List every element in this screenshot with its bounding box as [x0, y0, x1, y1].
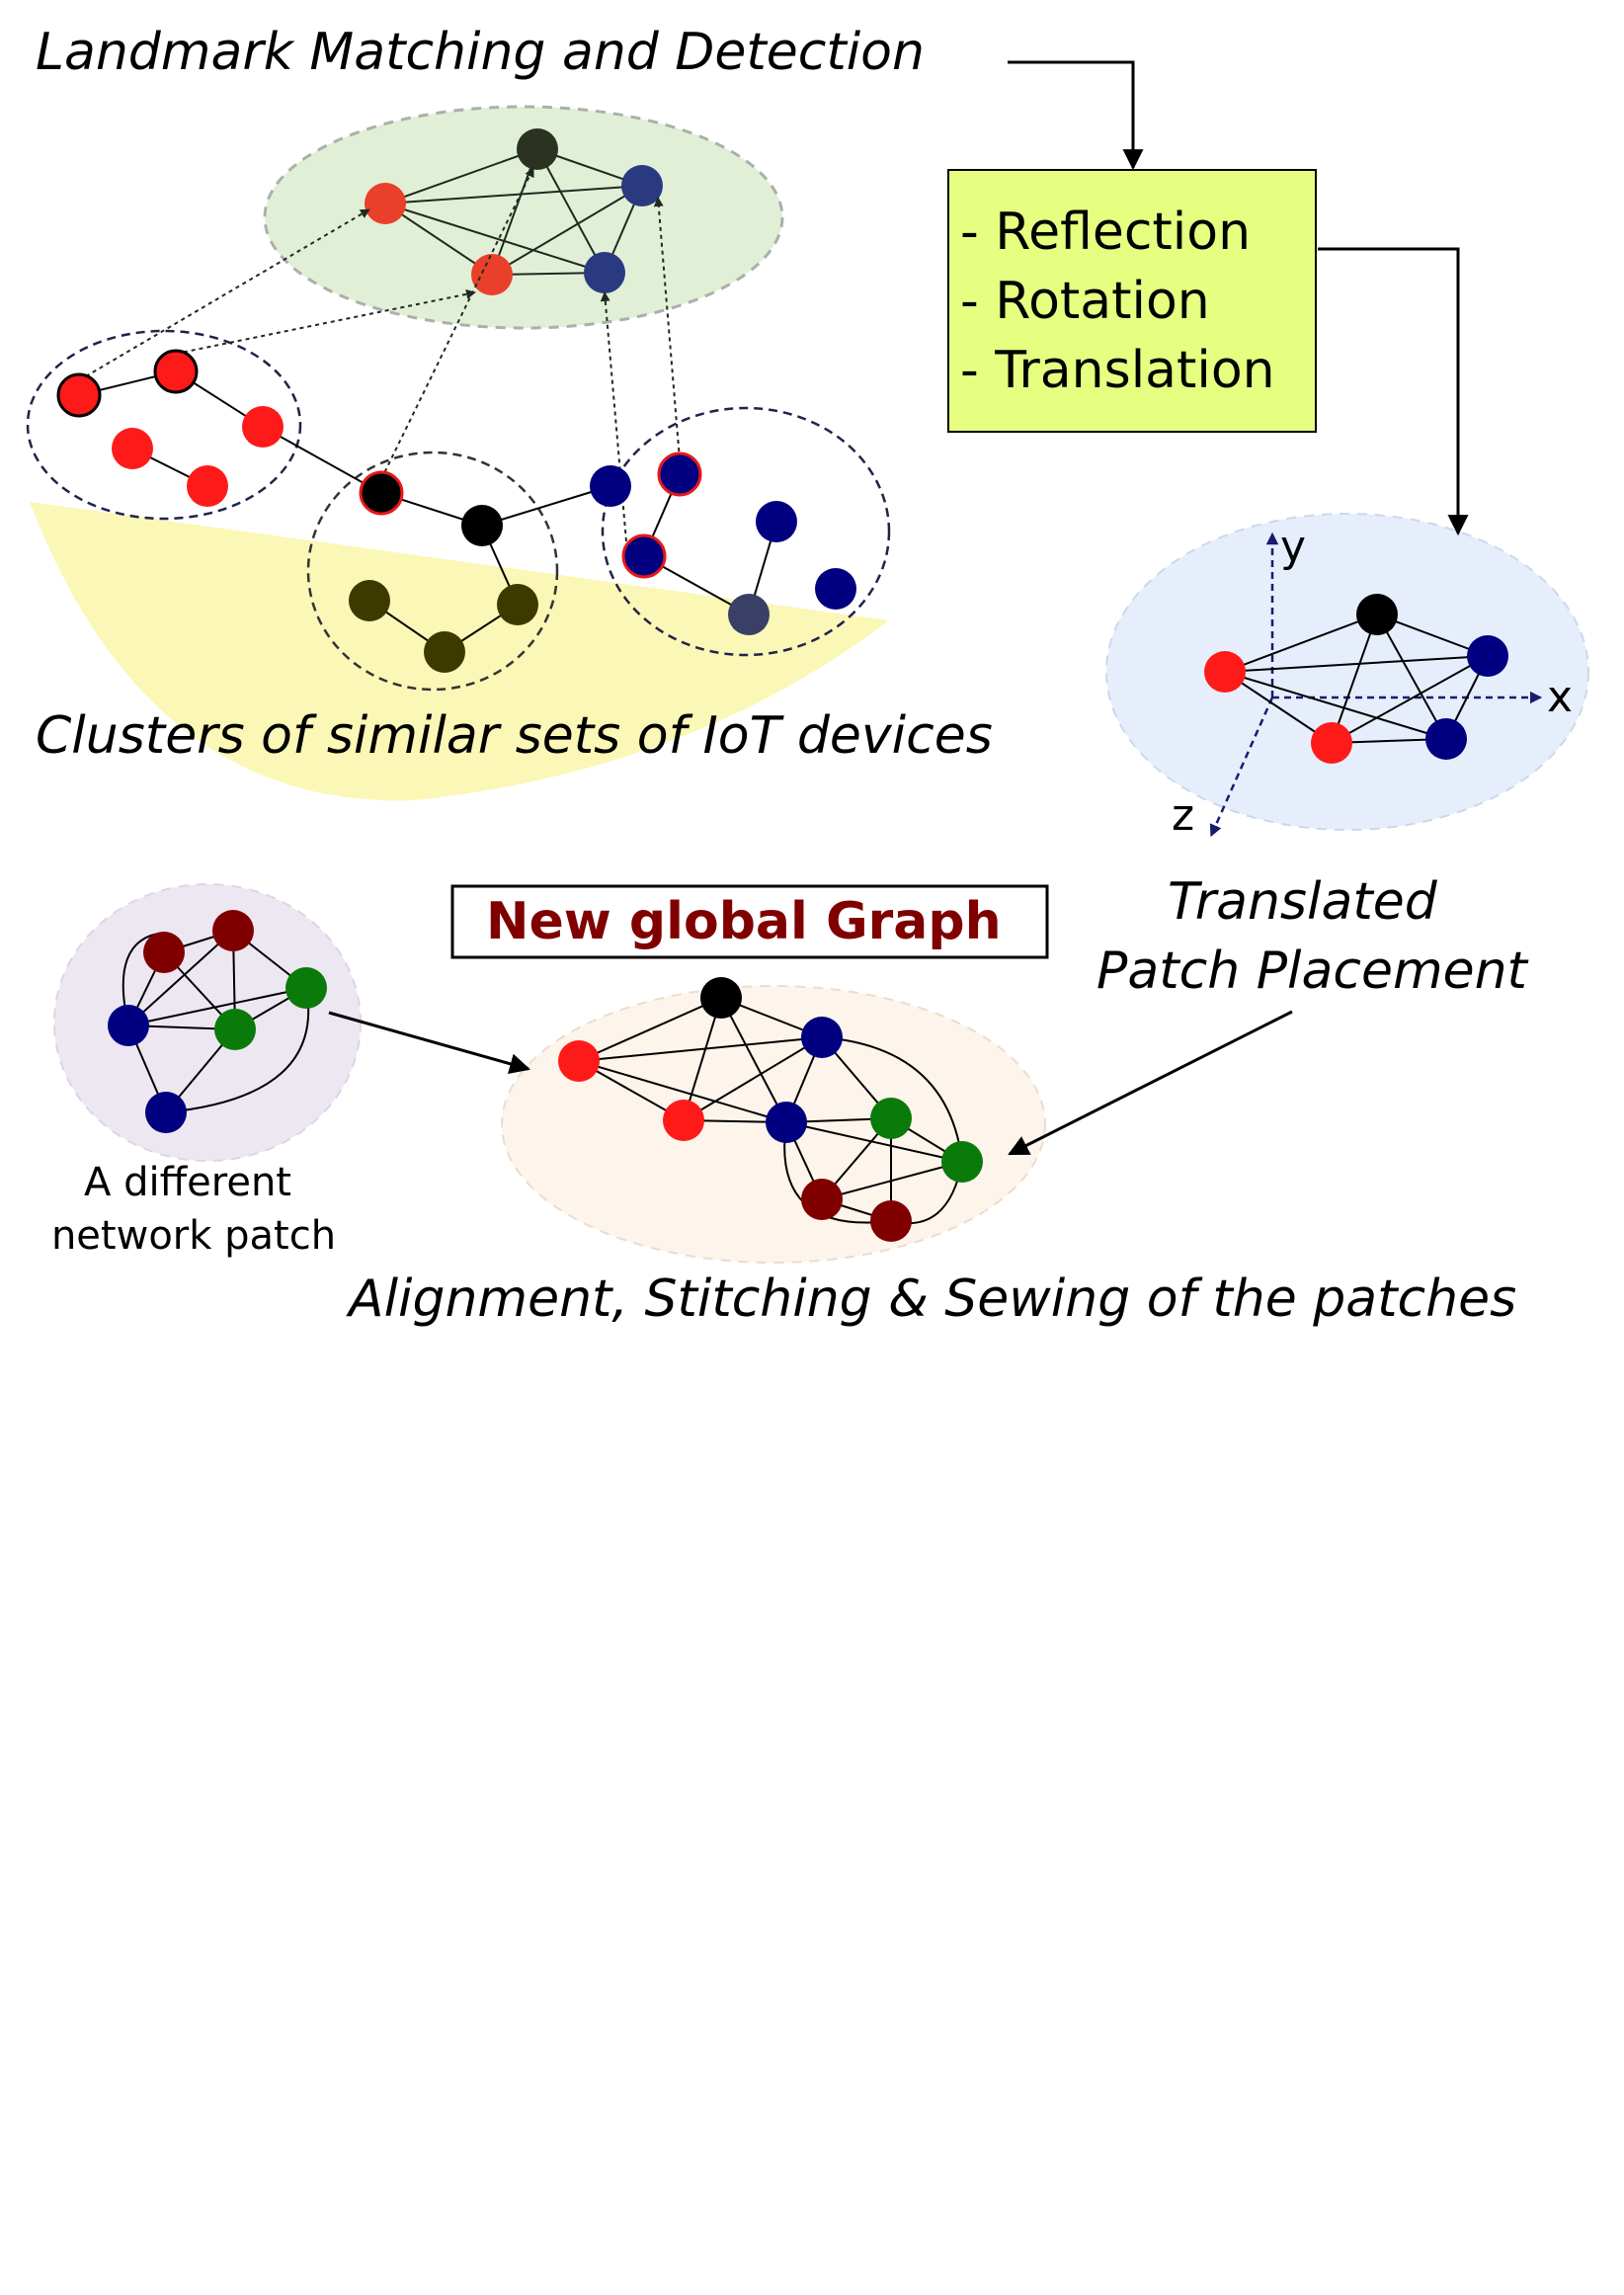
iot-node-navy-2 [756, 501, 797, 542]
flow-arrow-transform-to-patch [1318, 247, 1469, 536]
iot-node-olive-3 [497, 584, 538, 625]
translated-node-red-1 [1204, 651, 1246, 693]
translated-graph-nodes [1204, 594, 1508, 764]
landmark-graph-nodes [365, 128, 663, 295]
different-patch-line2: network patch [51, 1213, 336, 1259]
translated-node-navy-1 [1467, 635, 1508, 677]
landmark-ellipse [263, 105, 784, 330]
iot-node-black [461, 505, 503, 546]
global-node-darkred-1 [801, 1179, 843, 1220]
cluster-navy-circle [601, 406, 891, 657]
patch-node-green-2 [214, 1009, 256, 1050]
flow-arrow-patch-to-global [328, 1011, 531, 1074]
global-graph-nodes [558, 977, 983, 1242]
landmark-node-red-2 [471, 254, 513, 295]
global-node-green-2 [941, 1141, 983, 1183]
global-node-black [700, 977, 742, 1019]
axis-y-label: y [1280, 522, 1306, 572]
axis-z-line [1209, 697, 1274, 838]
flow-arrow-placement-to-global [1008, 1010, 1293, 1156]
landmark-node-red-1 [365, 183, 406, 224]
axis-z-label: z [1172, 790, 1194, 841]
iot-node-red-outlined-2 [153, 349, 199, 394]
translated-axes [1209, 532, 1543, 838]
global-node-navy-2 [766, 1102, 807, 1143]
iot-node-red-1 [242, 406, 284, 448]
axis-x-label: x [1547, 672, 1573, 722]
translated-caption-line1: Translated [1168, 872, 1438, 932]
iot-node-navy-1 [590, 465, 631, 507]
cluster-graph-nodes [56, 349, 856, 673]
global-node-darkred-2 [870, 1200, 912, 1242]
transform-translation: - Translation [960, 341, 1275, 400]
global-node-red-1 [558, 1040, 600, 1082]
translated-node-navy-2 [1425, 718, 1467, 760]
transform-reflection: - Reflection [960, 203, 1251, 262]
transform-rotation: - Rotation [960, 272, 1210, 331]
iot-node-olive-1 [349, 580, 390, 621]
translated-graph-edges [1224, 614, 1489, 744]
global-node-red-2 [663, 1100, 704, 1141]
iot-node-olive-2 [424, 631, 465, 673]
new-global-graph-label: New global Graph [486, 892, 1002, 951]
landmark-node-navy-1 [621, 165, 663, 206]
iot-node-red-outlined-1 [56, 372, 102, 418]
landmark-title: Landmark Matching and Detection [36, 23, 925, 82]
new-global-graph-box [450, 884, 1049, 959]
different-patch-nodes [108, 910, 327, 1133]
transform-box [947, 169, 1317, 433]
different-patch-ellipse [53, 883, 362, 1162]
iot-node-black-outlined [359, 470, 404, 516]
patch-node-navy-2 [145, 1092, 187, 1133]
iot-node-red-3 [187, 465, 228, 507]
iot-node-slate [728, 594, 770, 635]
patch-node-darkred-1 [143, 932, 185, 973]
iot-node-navy-outlined-2 [621, 533, 667, 579]
iot-node-navy-outlined-1 [657, 451, 702, 497]
iot-node-navy-3 [815, 568, 856, 610]
landmark-node-dark [517, 128, 558, 170]
alignment-caption: Alignment, Stitching & Sewing of the pat… [346, 1270, 1516, 1329]
different-patch-line1: A different [84, 1160, 291, 1205]
patch-node-green-1 [285, 967, 327, 1009]
translated-node-red-2 [1311, 722, 1352, 764]
translated-caption-line2: Patch Placement [1096, 942, 1529, 1001]
iot-node-red-2 [112, 428, 153, 469]
flow-arrow-title-to-transform [1008, 60, 1144, 171]
patch-node-navy-1 [108, 1005, 149, 1046]
global-node-green-1 [870, 1098, 912, 1139]
clusters-caption: Clusters of similar sets of IoT devices [36, 706, 993, 766]
cluster-red-circle [26, 329, 302, 521]
translated-patch-ellipse [1105, 513, 1589, 831]
cluster-olive-circle [306, 451, 559, 692]
patch-node-darkred-2 [212, 910, 254, 951]
landmark-node-navy-2 [584, 252, 625, 293]
global-node-navy-1 [801, 1017, 843, 1058]
translated-node-black [1356, 594, 1398, 635]
